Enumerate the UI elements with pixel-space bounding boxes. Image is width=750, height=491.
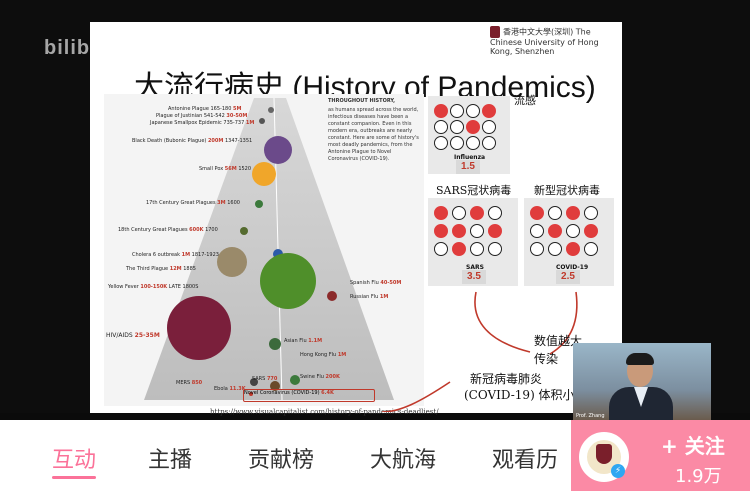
entry-japanese-smallpox: Japanese Smallpox Epidemic 735-737 1M — [150, 120, 255, 126]
covid-highlight: Novel Coronavirus (COVID-19) 6.4K — [243, 389, 375, 402]
follow-panel: ⚡ + 关注 1.9万 — [571, 420, 750, 491]
entry-ebola: Ebola 11.3K — [214, 386, 246, 392]
pandemics-infographic: THROUGHOUT HISTORY, as humans spread acr… — [104, 94, 424, 406]
tab-host[interactable]: 主播 — [148, 448, 193, 473]
covid-name: COVID-19 — [556, 264, 589, 271]
entry-spanish-flu: Spanish Flu 40-50M — [350, 280, 402, 286]
entry-sars: SARS 770 — [252, 376, 278, 382]
entry-third-plague: The Third Plague 12M 1885 — [126, 266, 196, 272]
influenza-panel: Influenza 1.5 — [428, 96, 510, 174]
presenter-webcam: Prof. Zhang — [573, 343, 711, 421]
sars-r0: 3.5 — [462, 270, 486, 284]
entry-russian-flu: Russian Flu 1M — [350, 294, 389, 300]
annotation-covid-line1: 新冠病毒肺炎 — [470, 372, 543, 386]
live-stream-player[interactable]: bilibili直播 香港中文大學(深圳) The Chinese Univer… — [0, 0, 750, 421]
entry-asian-flu: Asian Flu 1.1M — [284, 338, 323, 344]
entry-cholera: Cholera 6 outbreak 1M 1817-1923 — [132, 252, 219, 258]
covid-label: 新型冠状病毒 — [534, 184, 600, 197]
influenza-name: Influenza — [454, 154, 486, 161]
influenza-label: 流感 — [514, 94, 536, 107]
verified-badge-icon: ⚡ — [611, 464, 625, 478]
follow-button[interactable]: + 关注 — [661, 434, 725, 458]
entry-hiv-aids: HIV/AIDS 25-35M — [106, 332, 160, 339]
entry-18th-century: 18th Century Great Plagues 600K 1700 — [118, 227, 218, 233]
entry-17th-century: 17th Century Great Plagues 3M 1600 — [146, 200, 240, 206]
annotation-r0-line1: 数值越大 — [534, 334, 583, 348]
entry-antonine: Antonine Plague 165-180 5M — [168, 106, 242, 112]
covid-panel: COVID-19 2.5 — [524, 198, 614, 286]
university-crest-icon — [596, 444, 612, 464]
entry-yellow-fever: Yellow Fever 100-150K LATE 1800S — [108, 284, 199, 290]
sars-label: SARS冠状病毒 — [436, 184, 512, 197]
entry-hong-kong-flu: Hong Kong Flu 1M — [300, 352, 347, 358]
entry-swine-flu: Swine Flu 200K — [300, 374, 340, 380]
channel-avatar[interactable] — [579, 432, 629, 482]
active-tab-indicator — [52, 476, 96, 479]
tab-watch-history[interactable]: 观看历 — [492, 448, 559, 473]
entry-mers: MERS 850 — [176, 380, 203, 386]
annotation-covid-line2: (COVID-19) 体积小 — [464, 388, 575, 402]
infographic-graphic — [144, 97, 394, 401]
tab-guard[interactable]: 大航海 — [370, 448, 437, 473]
sars-panel: SARS 3.5 — [428, 198, 518, 286]
infographic-intro: THROUGHOUT HISTORY, as humans spread acr… — [328, 98, 419, 162]
institution-logo: 香港中文大學(深圳) The Chinese University of Hon… — [490, 26, 599, 56]
covid-r0: 2.5 — [556, 270, 580, 284]
entry-small-pox: Small Pox 56M 1520 — [199, 166, 252, 172]
entry-black-death: Black Death (Bubonic Plague) 200M 1347-1… — [132, 138, 253, 144]
annotation-r0-line2: 传染 — [534, 352, 559, 366]
follower-count: 1.9万 — [675, 466, 722, 487]
tab-interaction[interactable]: 互动 — [52, 448, 97, 473]
tab-contribution-rank[interactable]: 贡献榜 — [248, 448, 315, 473]
annotation-arrows — [381, 291, 578, 412]
source-url: https://www.visualcapitalist.com/history… — [210, 408, 439, 416]
presentation-slide: 香港中文大學(深圳) The Chinese University of Hon… — [90, 22, 622, 416]
entry-justinian: Plague of Justinian 541-542 30-50M — [156, 113, 248, 119]
influenza-r0: 1.5 — [456, 160, 480, 174]
sars-name: SARS — [466, 264, 484, 271]
